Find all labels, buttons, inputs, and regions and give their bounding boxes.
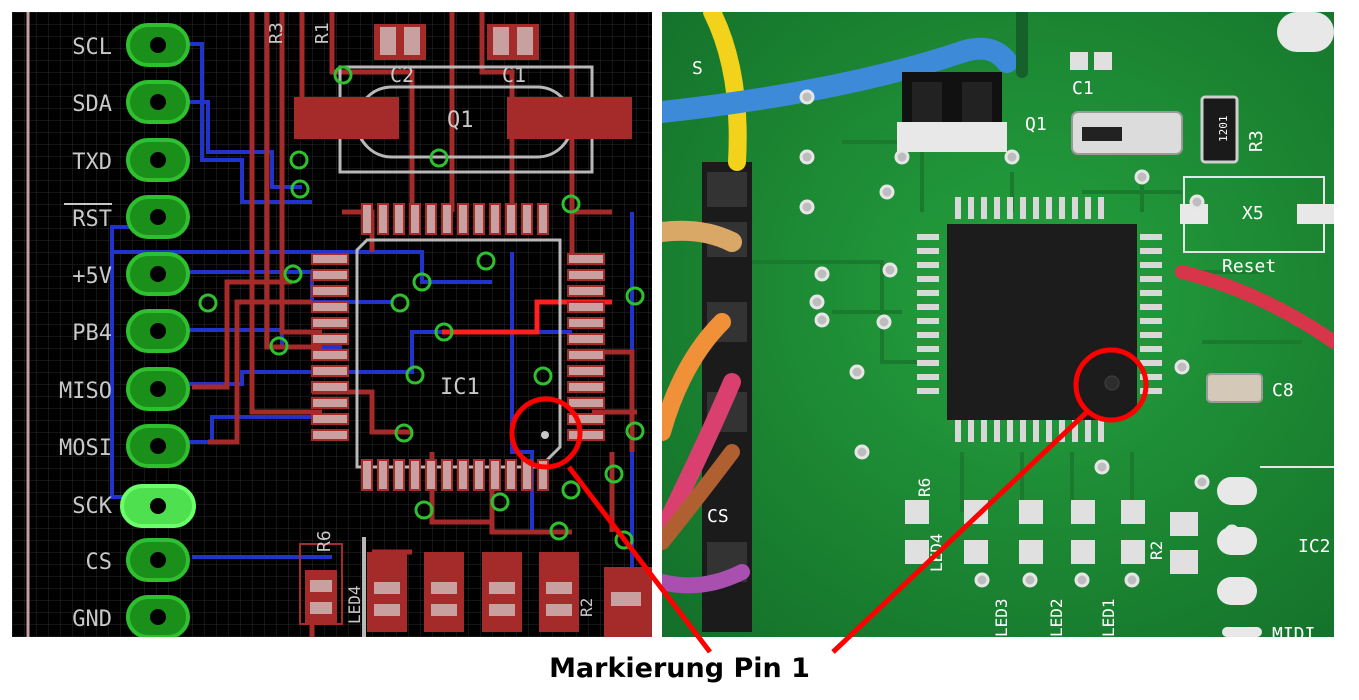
capacitor-c8 (1206, 373, 1263, 403)
pcb-layout-drawing: C2 C1 R3 R1 Q1 (12, 12, 652, 637)
silk-midi: MIDI (1272, 624, 1315, 637)
label-q1: Q1 (447, 108, 474, 133)
capacitor-c2 (374, 24, 426, 60)
c1-pad-a (1070, 52, 1088, 70)
silk-q1: Q1 (1025, 114, 1047, 135)
silk-c1: C1 (1072, 78, 1094, 99)
ic-chip (917, 197, 1162, 442)
crystal-marking (1082, 127, 1122, 141)
right-pads (1217, 477, 1262, 637)
mounting-pad (1277, 12, 1334, 52)
pin-label-gnd: GND (72, 607, 112, 632)
silk-reset: Reset (1222, 256, 1276, 277)
board-photo-drawing: 1201 (662, 12, 1334, 637)
wires (662, 12, 1334, 594)
pin-label-scl: SCL (72, 35, 112, 60)
pin-label-pb4: PB4 (72, 321, 112, 346)
connector-block (897, 72, 1007, 152)
pcb-layout-panel: C2 C1 R3 R1 Q1 (12, 12, 652, 637)
pin-label-sda: SDA (72, 92, 112, 117)
silk-cs: CS (707, 506, 729, 527)
resistor-code: 1201 (1217, 116, 1230, 143)
pin-label-rst: RST (72, 207, 112, 232)
silk-c8: C8 (1272, 380, 1294, 401)
label-r2: R2 (577, 598, 596, 617)
silk-led4: LED4 (927, 533, 946, 572)
silk-r2: R2 (1147, 541, 1166, 560)
x5-pad-a (1180, 204, 1208, 224)
pin1-dot (541, 431, 549, 439)
pin-label-sck: SCK (72, 494, 112, 519)
silk-led3: LED3 (992, 598, 1011, 637)
crystal-q1-photo (1071, 111, 1183, 155)
crystal-q1 (294, 65, 632, 174)
silk-r3: R3 (1246, 130, 1267, 152)
silk-led1: LED1 (1099, 598, 1118, 637)
ic1-pads (311, 203, 605, 491)
label-r3: R3 (266, 22, 287, 44)
capacitor-c1 (487, 24, 539, 60)
x5-pad-b (1297, 204, 1334, 224)
pin-label-cs: CS (86, 550, 113, 575)
silk-x5: X5 (1242, 203, 1264, 224)
vias (198, 65, 645, 550)
pin-label-5v: +5V (72, 264, 112, 289)
caption: Markierung Pin 1 (549, 653, 810, 684)
board-photo-panel: 1201 (662, 12, 1334, 637)
label-led4: LED4 (345, 585, 364, 624)
silk-ic2: IC2 (1298, 536, 1331, 557)
pin1-marker (1104, 375, 1120, 391)
pin-label-txd: TXD (72, 150, 112, 175)
silk-r6: R6 (915, 478, 934, 497)
silk-led2: LED2 (1047, 598, 1066, 637)
header-pads (120, 23, 196, 637)
pin-label-mosi: MOSI (59, 436, 112, 461)
label-ic1: IC1 (440, 375, 480, 400)
label-r6: R6 (314, 530, 335, 552)
label-r1: R1 (312, 22, 333, 44)
c1-pad-b (1094, 52, 1112, 70)
resistor-r3 (1200, 95, 1239, 164)
silk-s: S (692, 58, 703, 79)
pin-label-miso: MISO (59, 379, 112, 404)
